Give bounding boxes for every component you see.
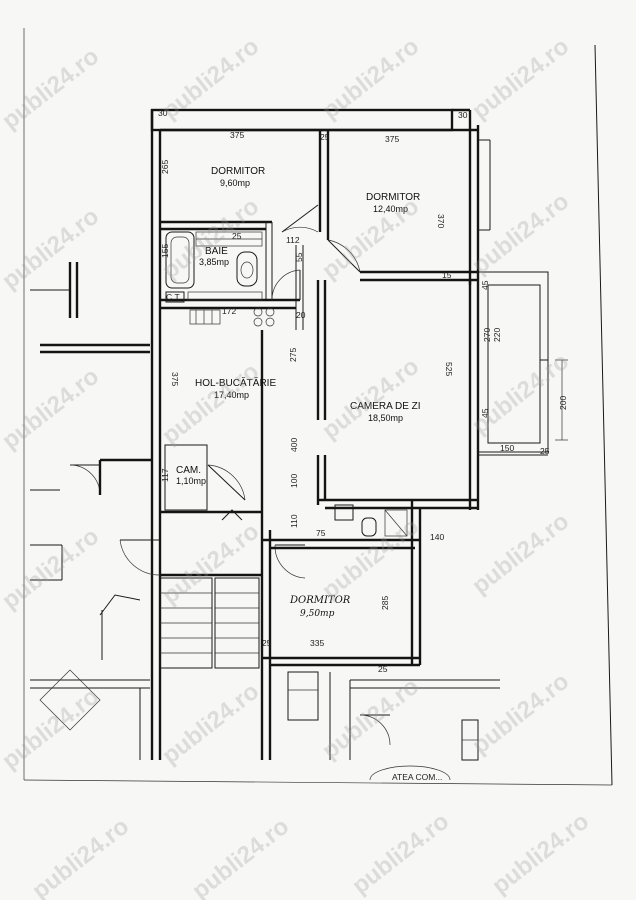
dim-270: 270 <box>482 328 492 342</box>
dim-25-bottom: 25 <box>262 638 272 648</box>
dim-375-top-right: 375 <box>385 134 399 144</box>
watermark: publi24.ro <box>317 353 424 445</box>
dim-375-top-left: 375 <box>230 130 244 140</box>
watermark: publi24.ro <box>467 348 574 440</box>
dim-525: 525 <box>444 362 454 376</box>
room-area-hol: 17,40mp <box>214 390 249 400</box>
dim-20: 20 <box>296 310 306 320</box>
watermark: publi24.ro <box>467 668 574 760</box>
interior-walls <box>160 130 480 510</box>
watermark: publi24.ro <box>347 808 454 900</box>
dim-110: 110 <box>289 514 299 528</box>
dim-172: 172 <box>222 306 236 316</box>
dim-45-bottom: 45 <box>480 408 490 418</box>
watermarks: publi24.ro publi24.ro publi24.ro publi24… <box>0 33 594 900</box>
dim-400: 400 <box>289 438 299 452</box>
bathroom-fixtures <box>165 231 275 327</box>
watermark: publi24.ro <box>467 33 574 125</box>
dim-25-balcony: 25 <box>540 446 550 456</box>
stamp-text: ATEA COM... <box>392 772 442 782</box>
dim-155: 155 <box>160 244 170 258</box>
dim-375-hol: 375 <box>170 372 180 386</box>
dim-250-baie: 25 <box>232 231 242 241</box>
stamp: ATEA COM... <box>369 765 451 782</box>
watermark: publi24.ro <box>0 683 104 775</box>
dim-335: 335 <box>310 638 324 648</box>
dim-25-bottom-right: 25 <box>378 664 388 674</box>
dim-30-top-right: 30 <box>458 110 468 120</box>
watermark: publi24.ro <box>0 363 104 455</box>
watermark: publi24.ro <box>0 203 104 295</box>
watermark: publi24.ro <box>0 43 104 135</box>
dim-30-top-left: 30 <box>158 108 168 118</box>
sheet-border <box>23 28 613 786</box>
dim-140: 140 <box>430 532 444 542</box>
dim-117: 117 <box>160 468 170 482</box>
room-area-baie: 3,85mp <box>199 257 229 267</box>
watermark: publi24.ro <box>487 808 594 900</box>
room-labels: DORMITOR 9,60mp DORMITOR 12,40mp BAIE 3,… <box>166 166 421 619</box>
room-area-cam: 1,10mp <box>176 476 206 486</box>
room-name-dormitor-3: DORMITOR <box>289 595 351 606</box>
dim-55: 55 <box>294 252 304 262</box>
balcony <box>477 271 568 456</box>
room-name-camera: CAMERA DE ZI <box>350 401 421 412</box>
door-swings <box>69 204 391 746</box>
room-name-hol: HOL-BUCĂTĂRIE <box>195 376 276 389</box>
watermark: publi24.ro <box>157 678 264 770</box>
dimension-labels: 375 375 30 30 25 25 370 265 155 112 55 1… <box>158 108 568 674</box>
room-area-dormitor-2: 12,40mp <box>373 204 408 214</box>
watermark: publi24.ro <box>467 508 574 600</box>
room-name-baie: BAIE <box>205 246 228 257</box>
dim-112: 112 <box>286 235 300 245</box>
dim-275: 275 <box>288 348 298 362</box>
watermark: publi24.ro <box>317 673 424 765</box>
watermark: publi24.ro <box>0 523 104 615</box>
room-area-camera: 18,50mp <box>368 413 403 423</box>
dim-25-top: 25 <box>320 132 330 142</box>
dim-15: 15 <box>442 270 452 280</box>
dim-45-top: 45 <box>480 280 490 290</box>
dim-75: 75 <box>316 528 326 538</box>
watermark: publi24.ro <box>187 813 294 900</box>
watermark: publi24.ro <box>467 188 574 280</box>
dim-220: 220 <box>492 328 502 342</box>
room-area-dormitor-1: 9,60mp <box>220 178 250 188</box>
neighbour-bottom <box>287 671 500 761</box>
dim-285: 285 <box>380 596 390 610</box>
room-area-dormitor-3: 9,50mp <box>300 609 335 619</box>
stairwell <box>159 509 262 669</box>
room-name-dormitor-1: DORMITOR <box>211 166 265 177</box>
label-ct: C.T. <box>166 292 181 302</box>
room-name-dormitor-2: DORMITOR <box>366 192 420 203</box>
dim-150: 150 <box>500 443 514 453</box>
neighbour-left <box>30 262 152 760</box>
dim-265: 265 <box>160 160 170 174</box>
room-name-cam: CAM. <box>176 465 201 476</box>
lower-walls <box>160 444 422 760</box>
watermark: publi24.ro <box>27 813 134 900</box>
watermark: publi24.ro <box>157 518 264 610</box>
watermark: publi24.ro <box>317 513 424 605</box>
dim-370: 370 <box>436 214 446 228</box>
dim-100: 100 <box>289 474 299 488</box>
dim-200: 200 <box>558 396 568 410</box>
